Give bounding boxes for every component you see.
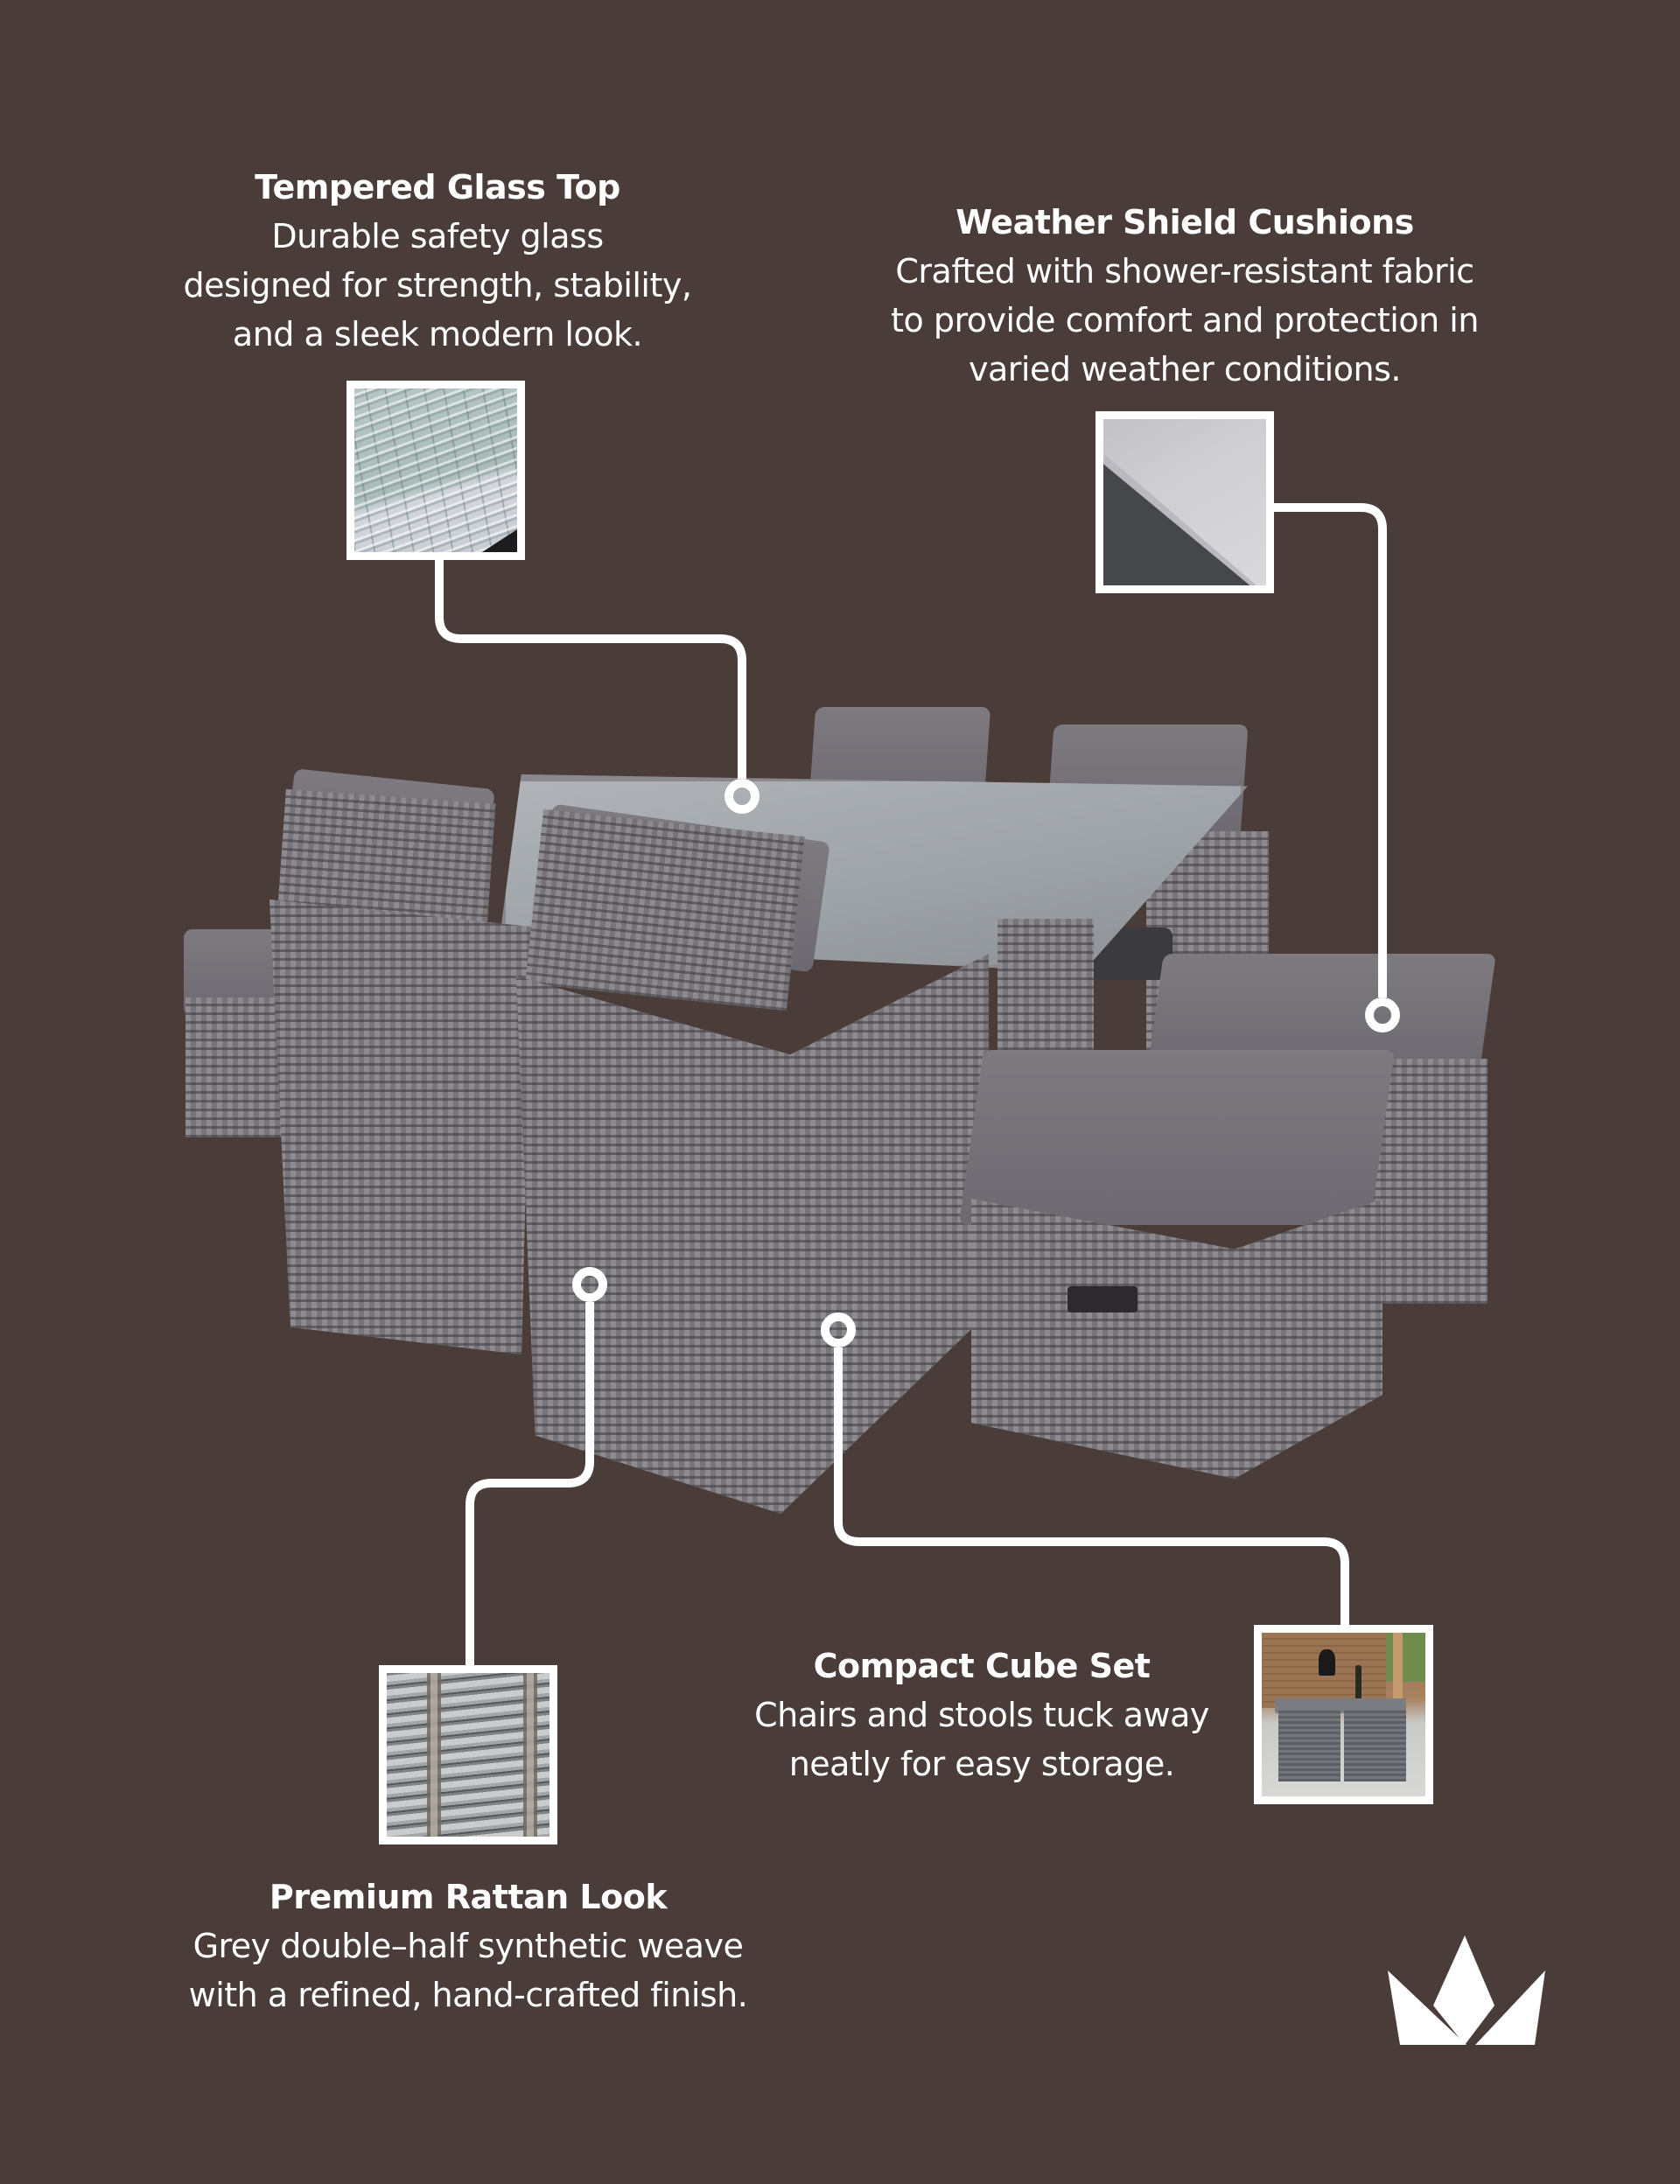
cube-set-garden-image (1262, 1633, 1425, 1796)
thumbnail-glass-weave (346, 381, 525, 560)
chair-back-front (525, 808, 805, 1012)
stool-left (186, 998, 290, 1138)
stool-cushion-front-right (958, 1050, 1396, 1225)
cube-right (1343, 1709, 1406, 1782)
thumbnail-cube-set (1254, 1625, 1433, 1804)
thumbnail-cushion-fabric (1096, 411, 1274, 593)
callout-title: Weather Shield Cushions (956, 203, 1414, 242)
callout-desc-line: to provide comfort and protection in (891, 301, 1479, 340)
chair-body-front (516, 954, 989, 1514)
cube-left (1278, 1709, 1340, 1782)
bbq-grill (1319, 1648, 1336, 1676)
callout-desc-line: varied weather conditions. (969, 350, 1401, 388)
stool-back-right (1365, 1059, 1488, 1304)
glass-weave-image (354, 388, 517, 552)
product-photo (175, 691, 1496, 1514)
pergola-post (1392, 1633, 1403, 1732)
callout-title: Tempered Glass Top (255, 168, 620, 206)
greenery (1386, 1633, 1425, 1683)
callout-title: Premium Rattan Look (269, 1878, 668, 1916)
callout-desc-line: Grey double–half synthetic weave (192, 1927, 744, 1965)
cushion-fabric-image (1103, 419, 1266, 585)
callout-desc-line: Crafted with shower-resistant fabric (895, 252, 1474, 290)
callout-desc-line: with a refined, hand-crafted finish. (188, 1976, 748, 2014)
crown-icon (1388, 1936, 1545, 2045)
rattan-weave-image (387, 1673, 550, 1837)
stool-handle (1068, 1286, 1138, 1312)
callout-desc-line: and a sleek modern look. (232, 315, 643, 354)
thumbnail-rattan-weave (379, 1665, 557, 1844)
callout-title: Compact Cube Set (813, 1647, 1151, 1685)
callout-desc-line: designed for strength, stability, (183, 266, 692, 304)
callout-desc-line: neatly for easy storage. (788, 1745, 1175, 1783)
wine-bottle (1354, 1665, 1362, 1702)
callout-compact-cube-set: Compact Cube Set Chairs and stools tuck … (719, 1642, 1244, 1788)
stool-front-right (971, 1199, 1382, 1479)
table-top (1274, 1698, 1406, 1713)
callout-tempered-glass-top: Tempered Glass Top Durable safety glass … (140, 163, 735, 359)
callout-desc-line: Chairs and stools tuck away (754, 1696, 1209, 1734)
chair-body-left (270, 900, 532, 1354)
callout-desc-line: Durable safety glass (271, 217, 604, 256)
callout-weather-shield-cushions: Weather Shield Cushions Crafted with sho… (844, 198, 1526, 394)
callout-premium-rattan-look: Premium Rattan Look Grey double–half syn… (149, 1872, 788, 2020)
